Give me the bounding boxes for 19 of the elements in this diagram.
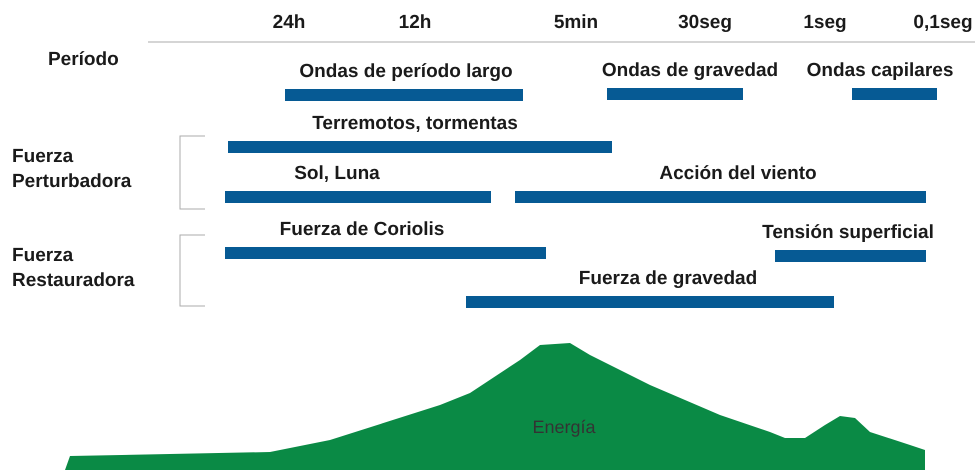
bar-label: Sol, Luna	[294, 163, 380, 185]
bar-label: Fuerza de gravedad	[578, 268, 758, 290]
period-tick-label: 5min	[554, 12, 598, 34]
row-heading: Período	[48, 48, 120, 72]
bar-label: Fuerza de Coriolis	[280, 219, 444, 241]
area-label: Energía	[532, 417, 596, 437]
bar-label: Tensión superficial	[762, 222, 934, 244]
period-tick-label: 0,1seg	[913, 12, 973, 34]
row-heading: Fuerza Perturbadora	[12, 145, 132, 194]
period-tick-label: 1seg	[803, 12, 847, 34]
bar-label: Acción del viento	[659, 163, 817, 185]
period-tick-label: 12h	[398, 12, 432, 34]
bar-label: Ondas de período largo	[299, 61, 513, 83]
row-heading: Fuerza Restauradora	[12, 244, 136, 293]
period-tick-label: 24h	[272, 12, 306, 34]
bar-label: Ondas de gravedad	[602, 60, 778, 82]
period-tick-label: 30seg	[678, 12, 732, 34]
bar-label: Ondas capilares	[806, 60, 954, 82]
bar-label: Terremotos, tormentas	[312, 113, 518, 135]
